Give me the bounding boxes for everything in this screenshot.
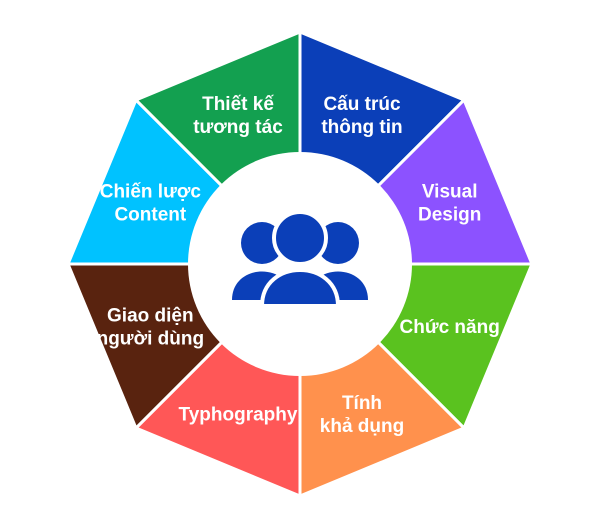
segment-label: Chức năng [400,317,500,338]
segment-label-line: Design [418,205,481,226]
segment-label-line: Tính [342,393,382,414]
users-group-icon [232,210,368,308]
segment-label-line: Chiến lược [100,182,202,203]
segment-label-line: Giao diện [107,305,194,326]
segment-label-line: tương tác [193,117,283,138]
segment-label-line: Visual [422,182,478,203]
segment-label-line: thông tin [321,117,402,138]
segment-label-line: Thiết kế [202,94,274,115]
segment-label-line: người dùng [97,328,204,349]
segment-label: Typhography [179,405,298,426]
segment-label-line: Chức năng [400,317,500,338]
segment-label-line: khả dụng [320,416,404,437]
segment-label-line: Cấu trúc [323,94,401,115]
segment-label-line: Typhography [179,405,298,426]
segment-label-line: Content [114,205,186,226]
